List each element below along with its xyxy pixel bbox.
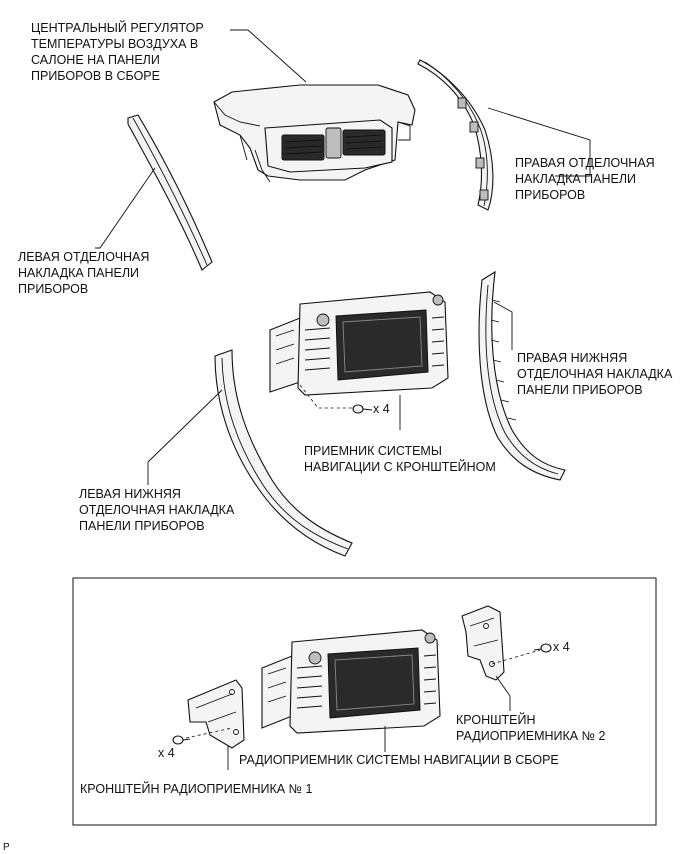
center-register-assembly <box>213 84 416 183</box>
left-instrument-panel-trim <box>127 114 213 271</box>
radio-bracket-1-label: КРОНШТЕЙН РАДИОПРИЕМНИКА № 1 <box>80 781 312 796</box>
navigation-receiver-with-bracket <box>269 291 449 409</box>
right-trim-label: ПРАВАЯ ОТДЕЛОЧНАЯ НАКЛАДКА ПАНЕЛИ ПРИБОР… <box>515 156 658 202</box>
nav-radio-assembly-label: РАДИОПРИЕМНИК СИСТЕМЫ НАВИГАЦИИ В СБОРЕ <box>239 753 559 767</box>
right-lower-instrument-panel-trim <box>478 270 566 481</box>
right-screw-icon <box>533 643 552 653</box>
right-instrument-panel-trim <box>417 59 494 211</box>
nav-receiver-bracket-label: ПРИЕМНИК СИСТЕМЫ НАВИГАЦИИ С КРОНШТЕЙНОМ <box>304 444 496 474</box>
top-screw-quantity: x 4 <box>373 402 390 416</box>
radio-bracket-2-label: КРОНШТЕЙН РАДИОПРИЕМНИКА № 2 <box>456 712 605 743</box>
navigation-radio-assembly <box>261 629 441 734</box>
center-register-label: ЦЕНТРАЛЬНЫЙ РЕГУЛЯТОР ТЕМПЕРАТУРЫ ВОЗДУХ… <box>31 20 207 83</box>
detail-inset-box <box>72 577 657 826</box>
top-screw-icon <box>352 404 373 414</box>
left-trim-label: ЛЕВАЯ ОТДЕЛОЧНАЯ НАКЛАДКА ПАНЕЛИ ПРИБОРО… <box>18 250 153 296</box>
radio-bracket-2 <box>461 605 541 681</box>
left-screw-quantity: x 4 <box>158 746 175 760</box>
leader-lines <box>95 29 591 770</box>
left-lower-trim-label: ЛЕВАЯ НИЖНЯЯ ОТДЕЛОЧНАЯ НАКЛАДКА ПАНЕЛИ … <box>79 487 238 533</box>
right-screw-quantity: x 4 <box>553 640 570 654</box>
left-screw-icon <box>172 735 191 745</box>
right-lower-trim-label: ПРАВАЯ НИЖНЯЯ ОТДЕЛОЧНАЯ НАКЛАДКА ПАНЕЛИ… <box>517 351 676 397</box>
footer-mark: P <box>3 842 10 853</box>
radio-bracket-1 <box>185 679 245 749</box>
left-lower-instrument-panel-trim <box>214 349 353 557</box>
